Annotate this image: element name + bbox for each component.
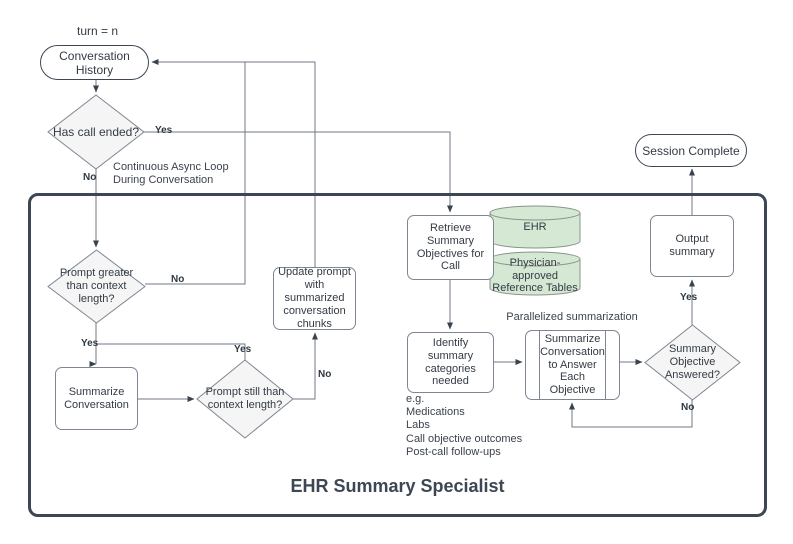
update-prompt-node: Update prompt with summarized conversati… <box>273 266 356 330</box>
ended-no-label: No <box>83 172 97 183</box>
edge-still-no <box>293 332 318 400</box>
has-call-ended-diamond-shape <box>47 94 145 170</box>
edge-greater-no <box>145 62 246 285</box>
greater-yes-label: Yes <box>81 338 99 349</box>
identify-categories-node: Identify summary categories needed <box>407 332 494 393</box>
edge-ended-yes <box>144 131 453 213</box>
summarize-each-objective-node: Summarize Conversation to Answer Each Ob… <box>525 330 620 400</box>
examples-annotation: e.g. Medications Labs Call objective out… <box>406 393 523 458</box>
edge-still-yes-loop <box>96 343 246 360</box>
retrieve-objectives-node: Retrieve Summary Objectives for Call <box>407 215 494 280</box>
continuous-loop-annotation: Continuous Async Loop During Conversatio… <box>113 161 229 187</box>
prompt-still-label: Prompt still than context length? <box>205 386 285 411</box>
summarize-conversation-node: Summarize Conversation <box>55 367 138 430</box>
ehr-database-cylinder-top <box>489 205 581 221</box>
session-complete-node: Session Complete <box>635 134 747 167</box>
reference-tables-cylinder <box>489 259 581 296</box>
answer-yes-label: Yes <box>680 292 698 303</box>
edge-update-to-history <box>151 59 316 267</box>
summary-answered-diamond-shape <box>644 324 741 401</box>
has-call-ended-label: Has call ended? <box>52 124 140 139</box>
conversation-history-node: Conversation History <box>40 45 149 80</box>
parallelized-annotation: Parallelized summarization <box>506 311 638 323</box>
still-no-label: No <box>318 369 332 380</box>
reference-tables-label: Physician-approved Reference Tables <box>492 256 578 295</box>
summary-answered-label: Summary Objective Answered? <box>664 343 721 381</box>
ended-yes-label: Yes <box>155 125 173 136</box>
container-title: EHR Summary Specialist <box>290 476 505 496</box>
prompt-greater-diamond-shape <box>47 249 146 324</box>
prompt-still-diamond-shape <box>196 359 294 439</box>
ehr-database-label: EHR <box>523 220 547 233</box>
greater-no-label: No <box>171 274 185 285</box>
subroutine-left-bar <box>539 331 540 399</box>
prompt-greater-label: Prompt greater than context length? <box>59 267 134 305</box>
subroutine-right-bar <box>605 331 606 399</box>
answer-no-label: No <box>681 402 695 413</box>
turn-counter-label: turn = n <box>77 24 119 38</box>
edge-answered-no-loop <box>569 400 693 428</box>
summarize-each-objective-label: Summarize Conversation to Answer Each Ob… <box>540 332 605 397</box>
output-summary-node: Output summary <box>650 215 734 277</box>
still-yes-label: Yes <box>234 344 252 355</box>
